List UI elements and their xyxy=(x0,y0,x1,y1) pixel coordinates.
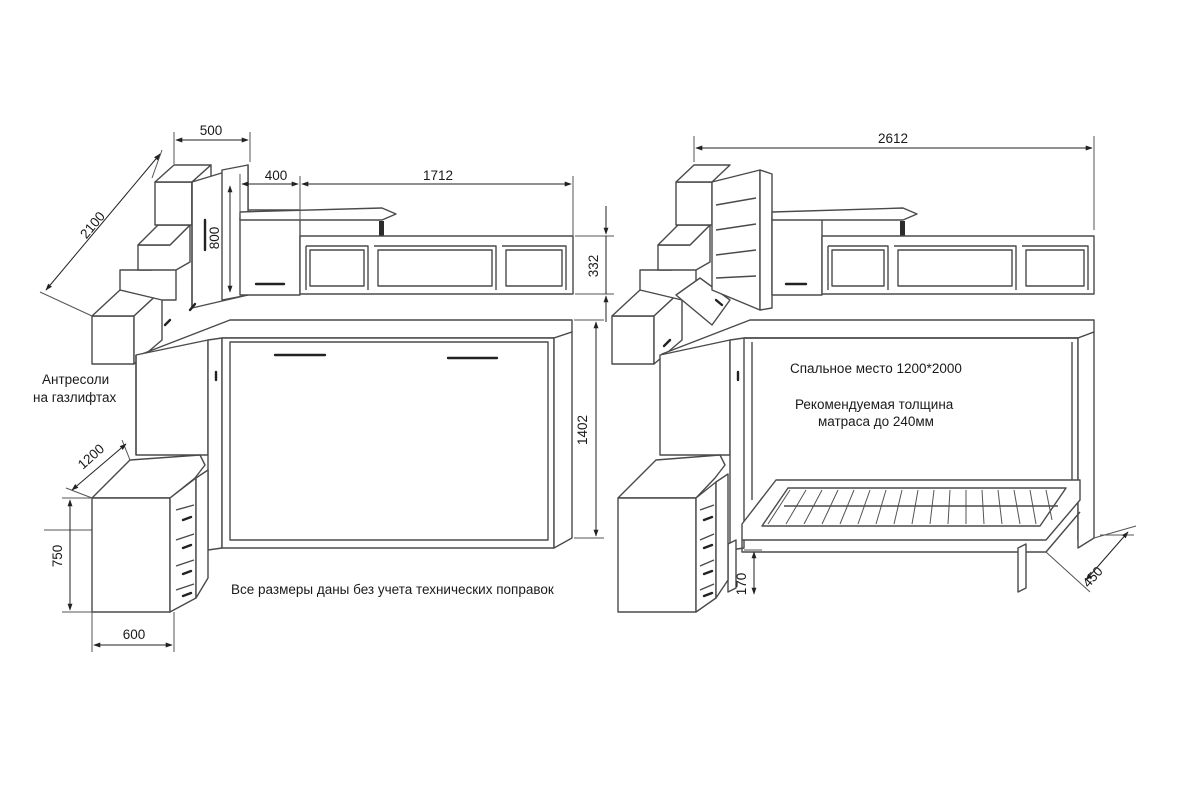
top-shelf-right xyxy=(771,207,918,239)
bed-platform-right xyxy=(727,479,1081,593)
bed-slats xyxy=(767,489,1058,525)
dimension-2100-label: 2100 xyxy=(77,209,108,242)
dimension-600: 600 xyxy=(91,612,175,652)
dimension-332: 332 xyxy=(575,206,614,322)
dimension-500-label: 500 xyxy=(200,123,223,138)
upper-cabinet-left xyxy=(239,217,301,296)
dimension-1402: 1402 xyxy=(574,319,604,539)
bed-leg-right xyxy=(1017,543,1027,593)
dimension-800: 800 xyxy=(207,185,233,293)
dimension-170-label: 170 xyxy=(734,573,749,596)
top-shelf-left xyxy=(239,207,397,239)
upper-cabinet-right xyxy=(771,217,823,296)
mezzanine-cabinets-right xyxy=(611,164,731,365)
gaslift-label-line1: Антресоли xyxy=(42,372,109,387)
note-label: Все размеры даны без учета технических п… xyxy=(231,582,554,597)
dimension-750-label: 750 xyxy=(50,545,65,568)
mattress-label-line1: Рекомендуемая толщина xyxy=(795,397,954,412)
dimension-750: 750 xyxy=(50,497,92,613)
dimension-332-label: 332 xyxy=(586,255,601,278)
dimension-400-label: 400 xyxy=(265,168,288,183)
side-wardrobe-left xyxy=(135,337,223,551)
dimension-2612-label: 2612 xyxy=(878,131,908,146)
dimension-1200-label: 1200 xyxy=(75,441,107,472)
gaslift-label-line2: на газлифтах xyxy=(33,390,117,405)
sleeping-place-label: Спальное место 1200*2000 xyxy=(790,361,962,376)
bed-front-panel-left xyxy=(221,331,573,549)
dimension-500: 500 xyxy=(173,123,251,164)
side-wardrobe-right xyxy=(659,337,745,551)
dimension-600-label: 600 xyxy=(123,627,146,642)
corner-wardrobe-open-right xyxy=(711,169,778,311)
dimension-1402-label: 1402 xyxy=(575,415,590,445)
closed-bed-view: 500 2100 800 400 1712 332 xyxy=(33,123,614,652)
dimension-800-label: 800 xyxy=(207,227,222,250)
dimension-1712-label: 1712 xyxy=(423,168,453,183)
open-shelf-unit-right xyxy=(821,235,1095,295)
mezzanine-cabinets-left xyxy=(91,164,212,365)
mattress-label-line2: матраса до 240мм xyxy=(818,414,934,429)
open-bed-view: 2612 170 450 Спальное место 1200*2000 Ре… xyxy=(611,131,1137,613)
open-shelf-unit-left xyxy=(299,235,574,295)
desk-left xyxy=(91,454,209,613)
desk-right xyxy=(617,454,729,613)
dimension-2612: 2612 xyxy=(693,131,1095,230)
dimension-170: 170 xyxy=(734,549,762,596)
dimension-1712: 1712 xyxy=(301,168,574,236)
dimension-400: 400 xyxy=(239,168,301,236)
